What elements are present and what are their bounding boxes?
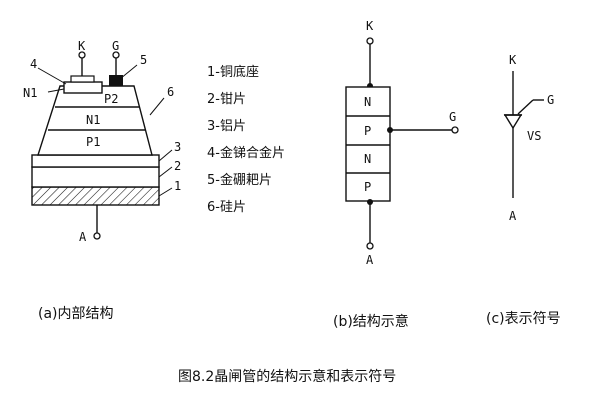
figure-caption: 图8.2晶闸管的结构示意和表示符号: [178, 368, 396, 385]
callout-6: 6: [167, 85, 174, 99]
legend-item-6: 6-硅片: [207, 200, 246, 215]
caption-b: (b)结构示意: [333, 313, 409, 330]
panel-a-internal-structure: K G A 4 5 6 3 2 1 N1 P2 N1 P1 (a)内部结构: [23, 39, 181, 322]
callout-2: 2: [174, 159, 181, 173]
caption-c: (c)表示符号: [486, 311, 561, 327]
callout-4: 4: [30, 57, 37, 71]
leader-2: [158, 166, 173, 178]
label-g-b: G: [449, 110, 456, 124]
leader-n1: [47, 88, 65, 93]
label-k-c: K: [509, 53, 517, 67]
layer-3: [31, 154, 160, 168]
label-k-b: K: [366, 19, 374, 33]
panel-c-thyristor-symbol: K G VS A (c)表示符号: [486, 53, 561, 327]
legend-item-5: 5-金硼耙片: [207, 172, 272, 188]
leader-5: [119, 64, 138, 80]
label-a-c: A: [509, 209, 517, 223]
layer-label-p1: P1: [86, 135, 100, 149]
legend-item-4: 4-金锑合金片: [207, 145, 285, 161]
legend-item-2: 2-钳片: [207, 92, 246, 107]
label-k-a: K: [78, 39, 86, 53]
leader-6: [149, 97, 165, 116]
label-g-c: G: [547, 93, 554, 107]
leader-3: [158, 149, 173, 162]
gate-contact: [109, 75, 123, 86]
label-g-a: G: [112, 39, 119, 53]
label-a-a: A: [79, 230, 87, 244]
anode-terminal: [93, 232, 101, 240]
layer-p-bottom: P: [364, 180, 371, 194]
anode-terminal-b: [366, 242, 374, 250]
panel-b-structure-schematic: N P N P G K A (b)结构示意: [333, 19, 459, 330]
legend-item-1: 1-铜底座: [207, 64, 259, 80]
callout-3: 3: [174, 140, 181, 154]
layer-2: [31, 166, 160, 188]
layer-p-gate: P: [364, 124, 371, 138]
legend-item-3: 3-铝片: [207, 119, 246, 134]
leader-4: [37, 67, 67, 85]
gate-terminal: [112, 51, 120, 59]
layer-label-n1: N1: [86, 113, 100, 127]
cathode-terminal: [78, 51, 86, 59]
layer-label-p2: P2: [104, 92, 118, 106]
legend-list: 1-铜底座 2-钳片 3-铝片 4-金锑合金片 5-金硼耙片 6-硅片: [207, 64, 285, 215]
n1-top-region: [63, 81, 103, 94]
label-n1-left: N1: [23, 86, 37, 100]
callout-5: 5: [140, 53, 147, 67]
cathode-contact: [70, 75, 95, 83]
caption-a: (a)内部结构: [38, 306, 114, 322]
callout-1: 1: [174, 179, 181, 193]
layer-n-middle: N: [364, 152, 371, 166]
gate-terminal-b: [451, 126, 459, 134]
layer-n-top: N: [364, 95, 371, 109]
diode-triangle: [503, 114, 523, 130]
cathode-terminal-b: [366, 37, 374, 45]
leader-1: [158, 187, 173, 197]
copper-base-layer: [31, 186, 160, 206]
label-vs: VS: [527, 129, 541, 143]
gate-lead-c: [517, 99, 534, 115]
label-a-b: A: [366, 253, 374, 267]
